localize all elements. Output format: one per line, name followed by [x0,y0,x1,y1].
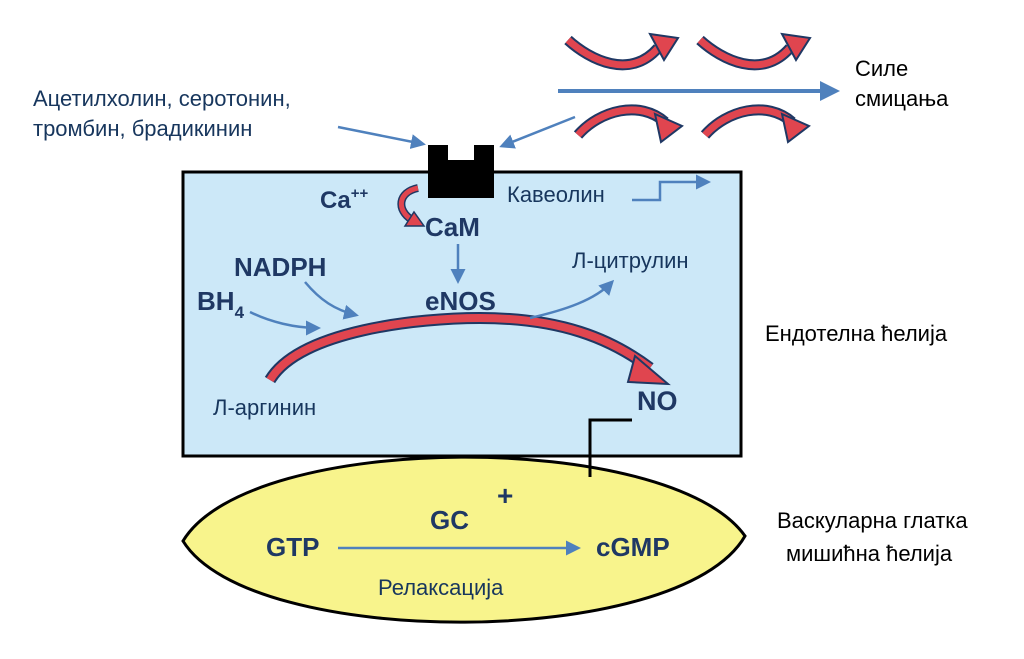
receptor-icon [428,145,494,198]
arginine-label: Л-аргинин [213,395,316,420]
citrulline-label: Л-цитрулин [572,248,689,273]
relaxation-label: Релаксација [378,575,504,600]
caveolin-label: Кавеолин [507,182,605,207]
ca-label: Ca++ [320,185,368,214]
smooth-muscle-label-line1: Васкуларна глатка [777,508,968,533]
agonists-label-line2: тромбин, брадикинин [33,116,252,141]
gtp-label: GTP [266,532,319,562]
no-connector-line [588,418,632,477]
smooth-muscle-label-line2: мишићна ћелија [786,541,953,566]
cgmp-label: cGMP [596,532,670,562]
arginine-to-no-arrow [264,311,671,386]
gc-label: GC [430,505,469,535]
caveolin-arrow [632,174,711,202]
ca-to-cam-arrow [397,184,426,227]
smooth-muscle-cell [181,455,747,624]
agonist-arrow [337,125,426,150]
nadph-label: NADPH [234,252,326,282]
bh4-label: BH4 [197,286,245,322]
agonists-label-line1: Ацетилхолин, серотонин, [33,86,291,111]
nadph-arrow [304,281,359,320]
bh4-arrow [249,310,321,336]
shear-to-receptor-arrow [499,115,576,149]
citrulline-arrow [529,279,615,320]
plus-sign: + [497,480,513,511]
enos-label: eNOS [425,286,496,316]
no-label: NO [637,386,678,416]
shear-vortex-arrows [564,32,812,144]
endothelial-cell-label: Ендотелна ћелија [765,321,948,346]
shear-label-line1: Силе [855,56,908,81]
shear-label-line2: смицања [855,86,949,111]
cam-label: CaM [425,212,480,242]
